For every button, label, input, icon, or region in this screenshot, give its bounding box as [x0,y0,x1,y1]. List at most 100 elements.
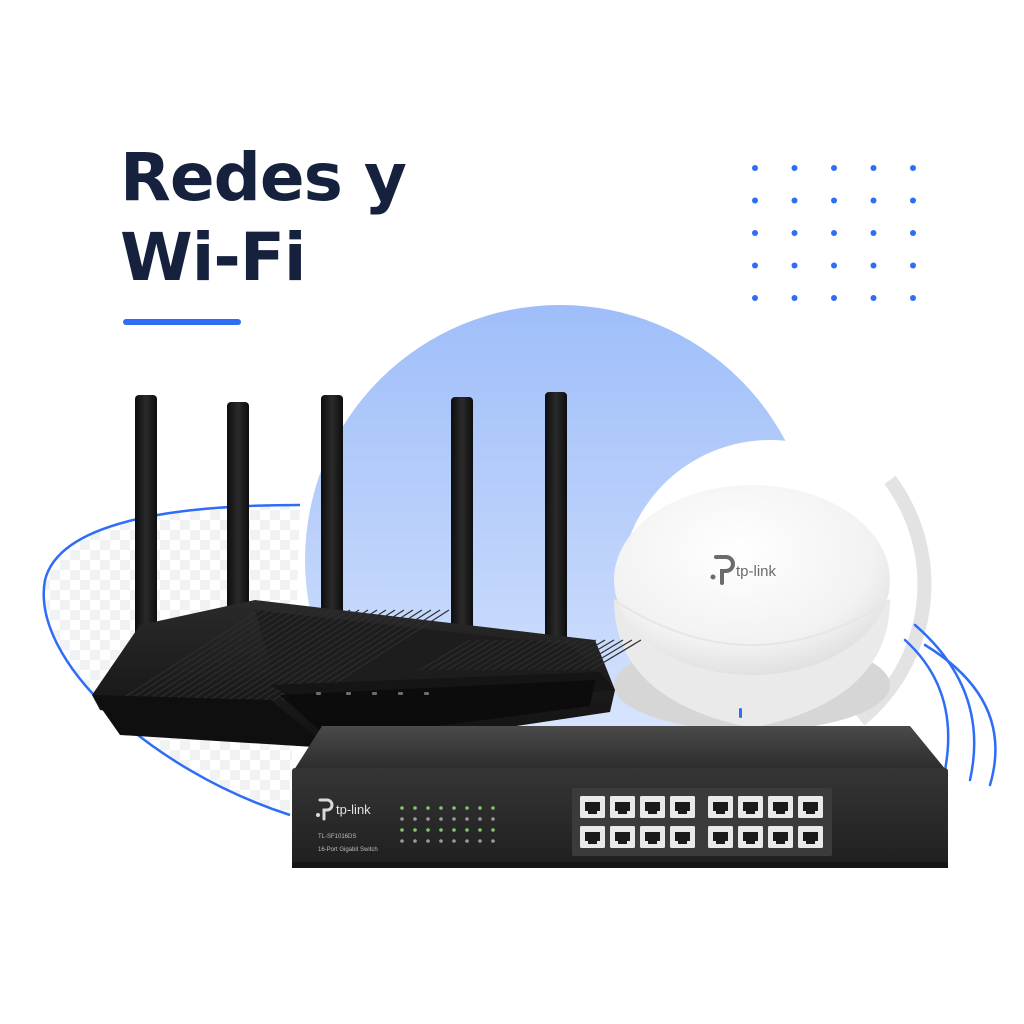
switch-status-led [465,817,469,821]
switch-status-led [400,817,404,821]
decor-dot [831,165,837,171]
router-texture-line [527,639,579,671]
ethernet-port-socket [585,802,600,814]
ethernet-port-socket [645,832,660,844]
switch-status-led [491,828,495,832]
dot-grid-icon [752,165,916,301]
decor-dot [910,165,916,171]
decor-dot [870,165,877,171]
switch-status-led [491,839,495,843]
decor-dot [910,197,916,204]
router-texture-line [218,609,360,701]
router-texture-line [164,609,306,701]
wifi-router-icon [92,600,642,748]
router-texture-line [128,609,270,701]
decor-dot [791,295,798,301]
switch-status-led [426,839,430,843]
switch-status-led [439,839,443,843]
router-texture-line [554,639,606,671]
router-texture-line [518,639,570,671]
decor-dot [752,197,758,204]
router-led [346,692,351,695]
switch-brand-label: tp-link [336,802,371,817]
router-texture-line [545,639,597,671]
ethernet-port-socket [615,802,630,814]
ethernet-port-socket [803,802,818,814]
router-texture-line [137,609,279,701]
decor-dot [831,295,837,301]
router-led [316,692,321,695]
switch-status-led [426,817,430,821]
switch-description-label: 16-Port Gigabit Switch [318,847,378,853]
decor-dot [870,230,877,236]
router-texture-line [428,639,480,671]
switch-status-led [452,828,456,832]
router-texture-line [590,639,642,671]
decor-dot [831,197,837,204]
switch-model-label: TL-SF1016DS [318,834,356,840]
ethernet-port-socket [645,802,660,814]
ethernet-port-socket [675,832,690,844]
switch-status-led [439,828,443,832]
ethernet-port-socket [743,832,758,844]
router-led [424,692,429,695]
router-antennas [135,392,567,660]
decor-dot [870,197,877,204]
router-texture-line [491,639,543,671]
decor-dot [791,230,798,236]
decor-dot [910,262,916,269]
decor-dot [791,197,798,204]
router-texture-line [455,639,507,671]
router-texture-line [236,609,378,701]
ethernet-port-socket [675,802,690,814]
switch-status-led [478,806,482,810]
router-texture-line [482,639,534,671]
ap-brand-label: tp-link [736,563,777,580]
ethernet-port-socket [743,802,758,814]
decor-dot [791,262,798,269]
decor-dot [831,230,837,236]
router-texture-line [182,609,324,701]
ethernet-port-socket [803,832,818,844]
router-texture-line [200,609,342,701]
ethernet-port-socket [773,802,788,814]
router-texture-line [191,609,333,701]
antenna [545,392,567,650]
decor-dot [910,230,916,236]
switch-status-led [439,806,443,810]
ethernet-port-socket [713,802,728,814]
left-arc-outline [42,503,301,817]
switch-status-led [465,806,469,810]
router-texture-line [509,639,561,671]
decor-dot [752,295,758,301]
router-texture-line [536,639,588,671]
ethernet-port-socket [713,832,728,844]
router-texture-line [227,609,369,701]
decor-dot [910,295,916,301]
antenna [135,395,157,660]
decor-dot [870,295,877,301]
switch-status-led [413,806,417,810]
switch-status-led [426,806,430,810]
switch-status-led [478,839,482,843]
switch-status-led [439,817,443,821]
router-texture-line [572,639,624,671]
switch-status-led [400,839,404,843]
router-texture-line [464,639,516,671]
decor-dot [870,262,877,269]
switch-status-led [491,806,495,810]
router-texture-line [581,639,633,671]
router-texture-line [563,639,615,671]
switch-status-led [478,828,482,832]
network-switch-icon: tp-link TL-SF1016DS 16-Port Gigabit Swit… [292,726,948,868]
router-led [398,692,403,695]
router-texture-line [119,609,261,701]
antenna [321,395,343,620]
ceiling-access-point-icon: tp-link [613,485,891,731]
ethernet-port-socket [773,832,788,844]
switch-status-led [452,817,456,821]
router-texture-line [473,639,525,671]
switch-status-led [413,839,417,843]
